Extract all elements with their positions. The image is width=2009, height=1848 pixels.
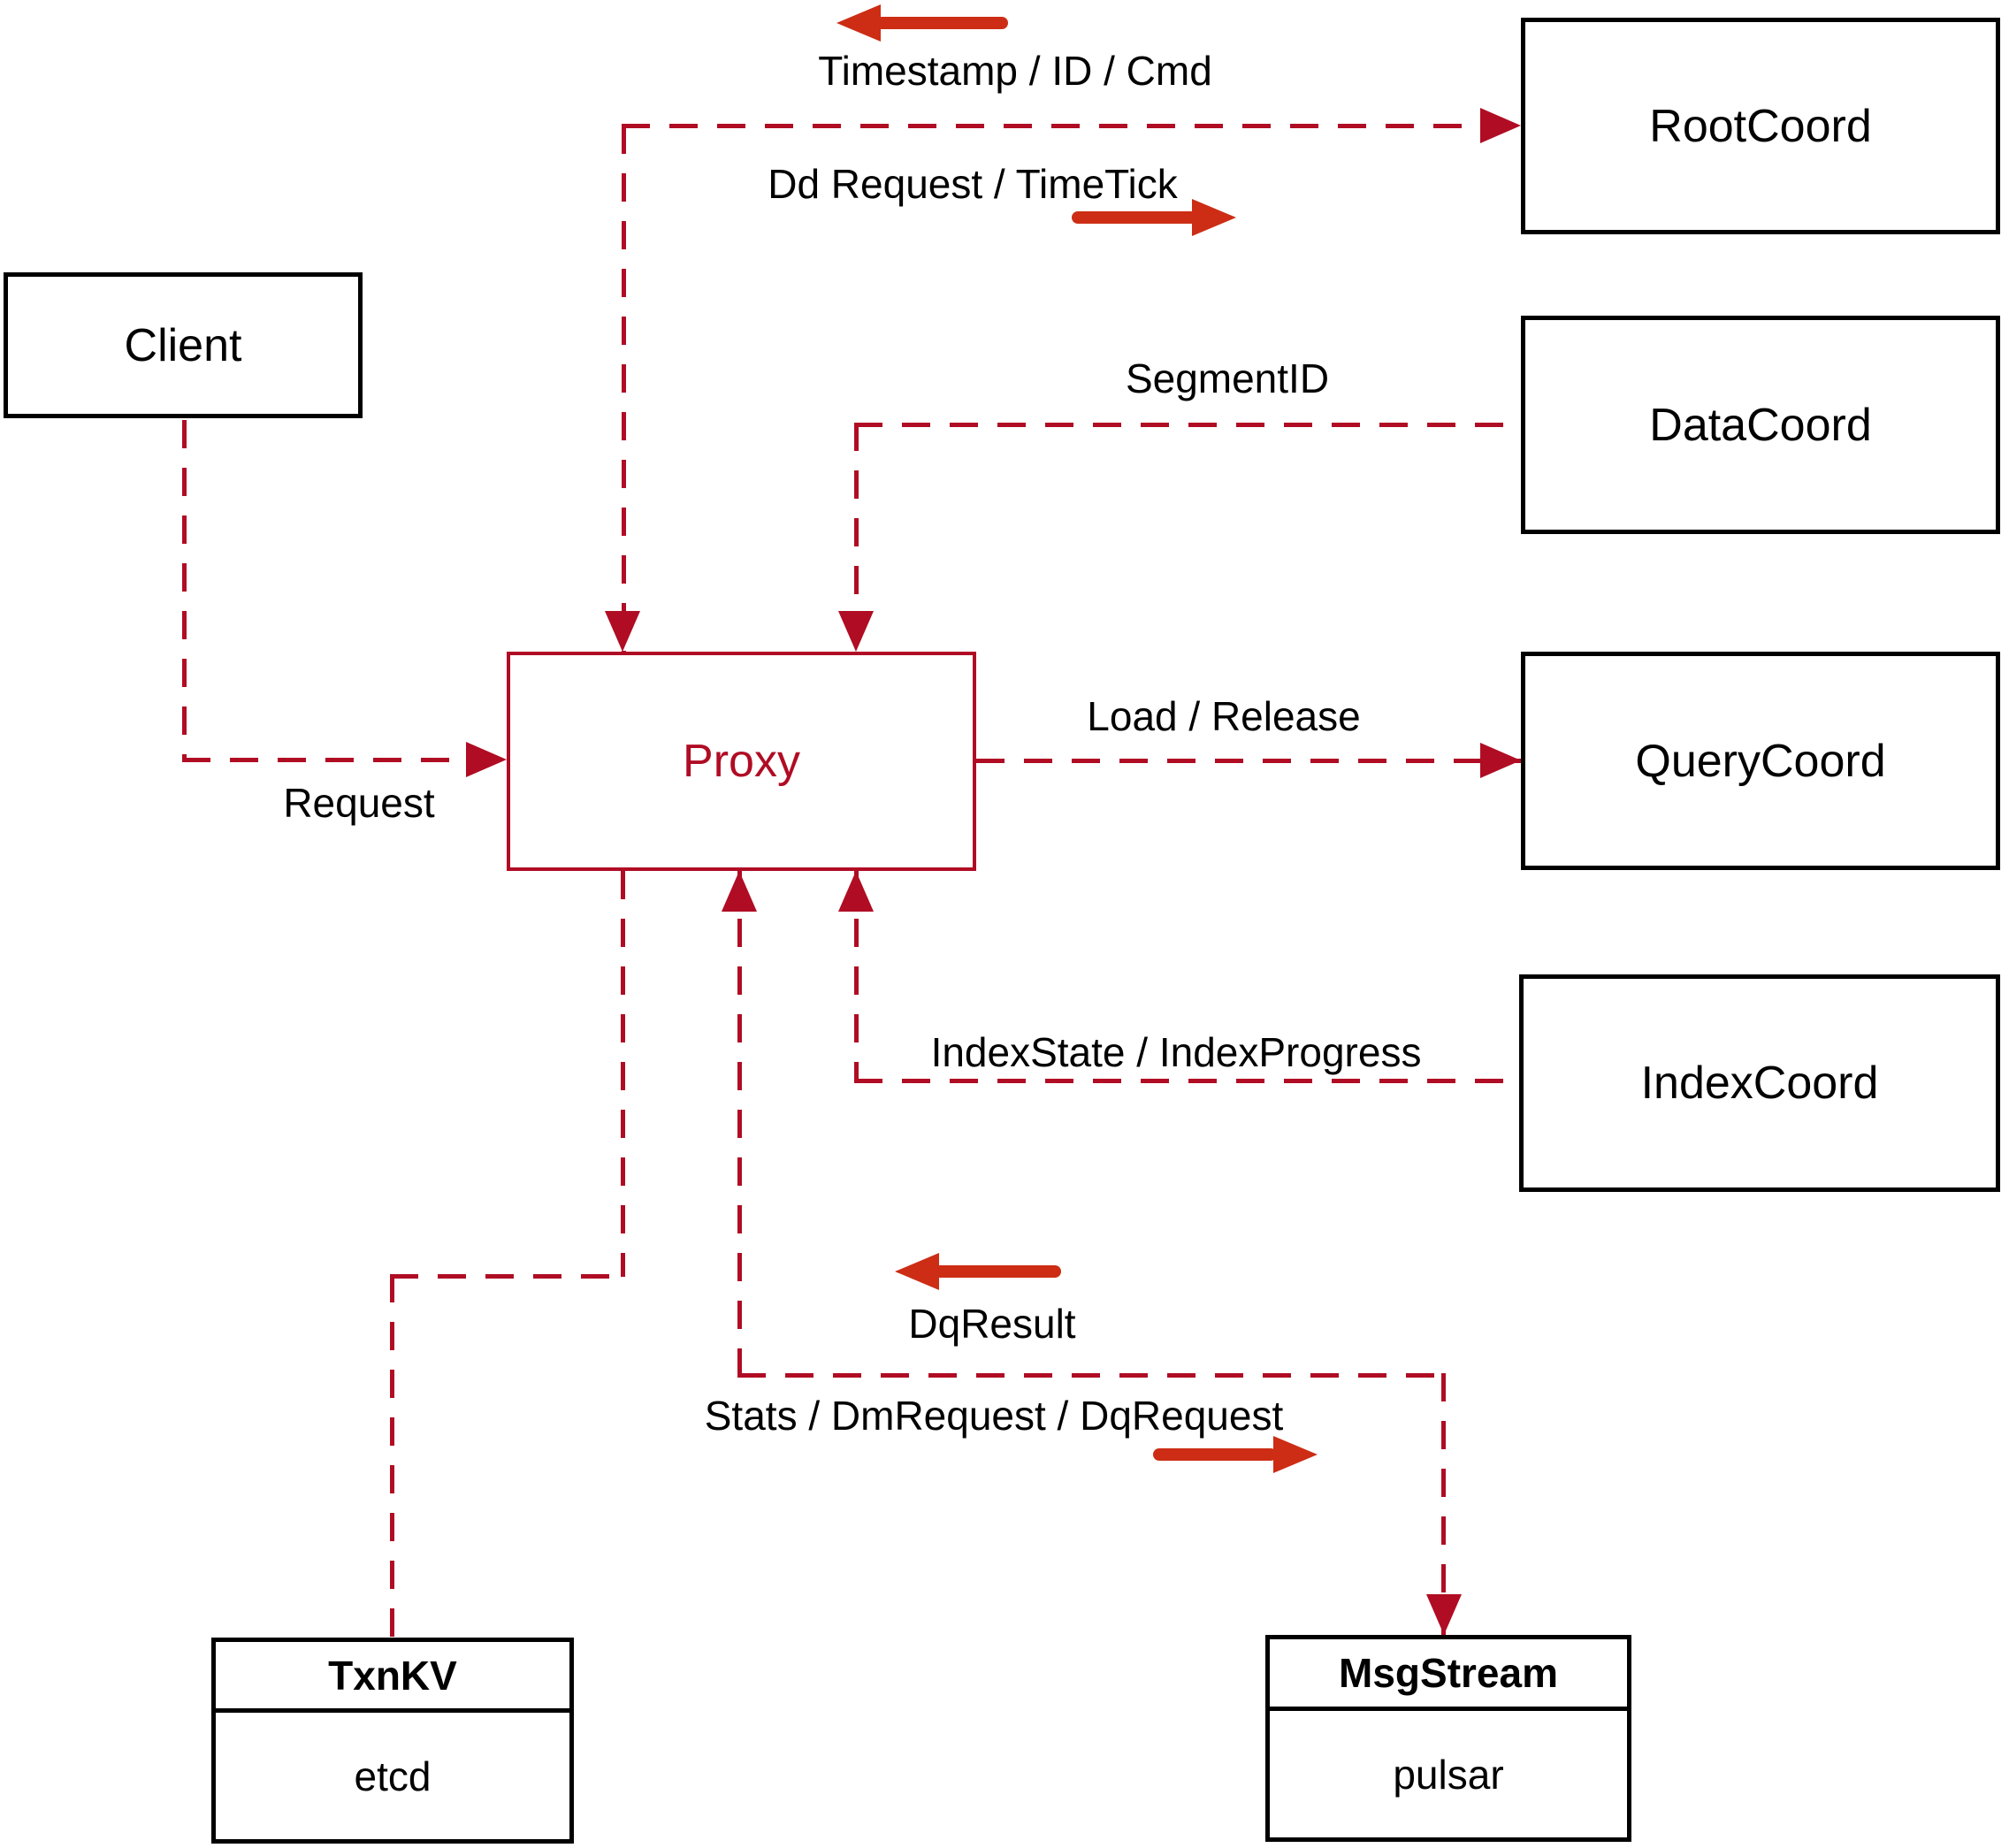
node-rootcoord: RootCoord — [1521, 18, 2000, 234]
arrowhead-into-proxy-bottom-left-icon — [722, 871, 757, 912]
arrowhead-into-proxy-bottom-right-icon — [838, 871, 874, 912]
edge-label-stats-dm-dq-request: Stats / DmRequest / DqRequest — [704, 1393, 1284, 1439]
node-datacoord: DataCoord — [1521, 316, 2000, 534]
direction-arrow-left-timestamp-icon — [836, 4, 881, 42]
node-msgstream-title: MsgStream — [1339, 1650, 1558, 1696]
arrowhead-into-rootcoord-icon — [1480, 108, 1521, 143]
edge-indexcoord-proxy-horizontal — [854, 1079, 1519, 1083]
direction-arrow-left-dqresult-icon — [895, 1253, 939, 1290]
node-msgstream-body: pulsar — [1270, 1711, 1627, 1837]
edge-proxy-txnkv-vertical-lower — [390, 1274, 394, 1638]
node-msgstream: MsgStream pulsar — [1265, 1635, 1631, 1842]
direction-arrow-right-stats-icon — [1273, 1436, 1318, 1473]
node-querycoord-label: QueryCoord — [1635, 735, 1886, 787]
edge-label-dq-result: DqResult — [908, 1301, 1076, 1347]
edge-proxy-rootcoord-vertical — [622, 126, 626, 652]
direction-arrow-right-stats-shaft — [1153, 1448, 1277, 1461]
edge-proxy-msgstream-horizontal — [737, 1373, 1444, 1378]
node-txnkv-body: etcd — [216, 1713, 569, 1839]
edge-label-load-release: Load / Release — [1087, 693, 1361, 739]
node-msgstream-subtitle: pulsar — [1393, 1751, 1504, 1798]
direction-arrow-left-dqresult-shaft — [934, 1265, 1061, 1278]
node-proxy-label: Proxy — [683, 736, 800, 787]
node-txnkv-header: TxnKV — [216, 1642, 569, 1713]
edge-datacoord-proxy-vertical — [854, 423, 859, 652]
node-client: Client — [4, 272, 363, 418]
edge-label-timestamp-id-cmd: Timestamp / ID / Cmd — [818, 48, 1212, 94]
edge-client-proxy-vertical — [182, 420, 187, 760]
node-indexcoord-label: IndexCoord — [1640, 1058, 1879, 1109]
node-msgstream-header: MsgStream — [1270, 1639, 1627, 1711]
arrowhead-into-msgstream-icon — [1426, 1594, 1462, 1635]
node-indexcoord: IndexCoord — [1519, 974, 2000, 1192]
arrowhead-into-querycoord-icon — [1480, 743, 1521, 778]
arrowhead-into-proxy-top-right-icon — [838, 611, 874, 652]
node-datacoord-label: DataCoord — [1649, 399, 1872, 451]
edge-proxy-rootcoord-horizontal — [622, 124, 1521, 128]
edge-indexcoord-proxy-vertical — [854, 871, 859, 1081]
edge-label-dd-request-timetick: Dd Request / TimeTick — [768, 161, 1178, 207]
edge-label-request: Request — [283, 780, 435, 826]
edge-label-segment-id: SegmentID — [1125, 355, 1330, 401]
node-txnkv-subtitle: etcd — [354, 1753, 432, 1799]
edge-label-index-state-progress: IndexState / IndexProgress — [930, 1029, 1422, 1075]
direction-arrow-right-ddrequest-icon — [1192, 199, 1236, 236]
edge-proxy-txnkv-horizontal — [390, 1274, 623, 1279]
node-rootcoord-label: RootCoord — [1649, 100, 1872, 152]
edge-proxy-txnkv-vertical-upper — [621, 871, 625, 1277]
edge-proxy-querycoord-horizontal — [976, 759, 1521, 763]
arrowhead-into-proxy-top-left-icon — [605, 611, 640, 652]
node-txnkv-title: TxnKV — [328, 1652, 457, 1699]
edge-proxy-msgstream-vertical-upper — [737, 871, 742, 1375]
edge-proxy-msgstream-vertical-lower — [1441, 1373, 1446, 1635]
direction-arrow-right-ddrequest-shaft — [1072, 211, 1197, 224]
arrowhead-into-proxy-left-icon — [466, 742, 507, 777]
node-proxy: Proxy — [507, 652, 976, 871]
node-client-label: Client — [124, 319, 242, 371]
direction-arrow-left-timestamp-shaft — [875, 17, 1008, 29]
node-querycoord: QueryCoord — [1521, 652, 2000, 870]
edge-datacoord-proxy-horizontal — [854, 423, 1521, 427]
edge-client-proxy-horizontal — [182, 758, 470, 762]
node-txnkv: TxnKV etcd — [211, 1638, 574, 1844]
